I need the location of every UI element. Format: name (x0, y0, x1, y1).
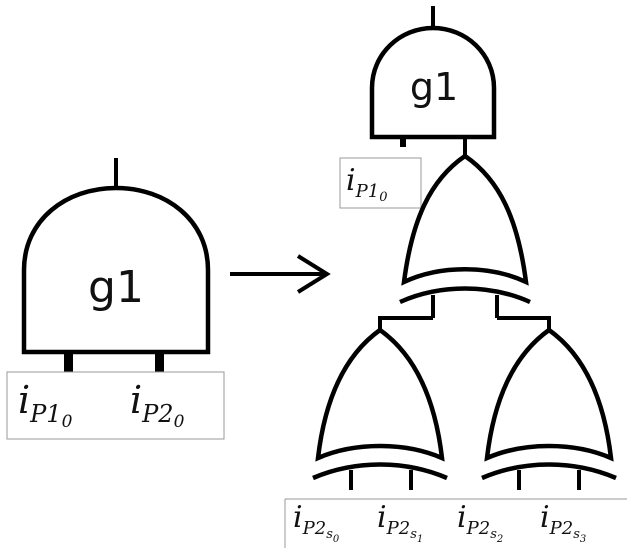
right-top-input-stub (400, 135, 406, 147)
left-input-label-2: iP20 (130, 378, 185, 432)
left-input-label-1: iP10 (18, 378, 73, 432)
svg-text:iP2s1: iP2s1 (377, 500, 423, 545)
right-top-input-box (339, 157, 422, 209)
bottom-input-label-3: iP2s2 (457, 500, 503, 545)
or-gate-icon (399, 153, 531, 318)
left-input-wire-2 (155, 350, 164, 372)
bottom-input-label-1: iP2s0 (293, 500, 340, 545)
or-gate-icon (481, 327, 617, 490)
right-gate-label: g1 (410, 65, 458, 109)
svg-text:iP10: iP10 (346, 163, 387, 205)
left-input-wire-1 (64, 350, 73, 372)
bottom-input-label-4: iP2s3 (540, 500, 586, 545)
left-and-gate: g1 (21, 158, 211, 372)
right-and-gate: g1 (369, 6, 497, 158)
svg-text:iP2s0: iP2s0 (293, 500, 340, 545)
svg-text:iP20: iP20 (130, 378, 185, 432)
and-gate-icon (369, 25, 497, 140)
branch-wires (378, 316, 551, 332)
svg-text:iP10: iP10 (18, 378, 73, 432)
bottom-input-label-2: iP2s1 (377, 500, 423, 545)
right-top-input-label: iP10 (346, 163, 387, 205)
svg-text:iP2s2: iP2s2 (457, 500, 503, 545)
svg-text:iP2s3: iP2s3 (540, 500, 586, 545)
and-gate-icon (21, 185, 211, 355)
left-inputs-box (6, 371, 225, 440)
left-gate-label: g1 (88, 262, 144, 313)
arrow-right-icon (230, 254, 331, 294)
or-gate-icon (312, 327, 448, 490)
